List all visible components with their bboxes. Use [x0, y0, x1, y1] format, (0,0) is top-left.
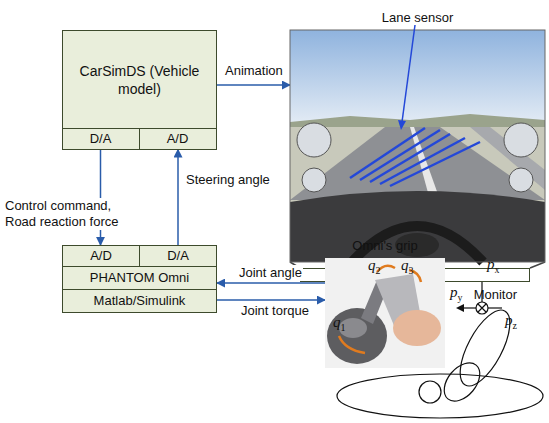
edge-label: Animation [224, 63, 284, 79]
node-text: Monitor [474, 287, 517, 303]
node-text: A/D [140, 131, 216, 147]
axis-line [462, 307, 476, 308]
process-box: CarSimDS (Vehicle model) D/AA/D [62, 30, 217, 150]
process-box: D/A [139, 245, 217, 267]
process-box: D/A [62, 128, 140, 150]
omni-device [325, 258, 445, 368]
edge-label: Control command, Road reaction force [4, 198, 134, 230]
axis-line [488, 307, 502, 308]
connector-arrow [217, 282, 325, 284]
edge-label: Joint angle [238, 265, 303, 281]
symbol-label: px [487, 256, 500, 278]
node-text: A/D [63, 248, 139, 264]
axis-head [456, 304, 464, 312]
edge-label: Steering angle [185, 172, 271, 188]
process-box: A/D [139, 128, 217, 150]
node-text: D/A [63, 131, 139, 147]
monitor-screen: Lane sensor [290, 30, 545, 262]
edge-label: Joint torque [240, 303, 310, 319]
connector-arrow [217, 84, 290, 86]
node-text: Matlab/Simulink [63, 293, 216, 309]
node-text: Lane sensor [270, 10, 549, 26]
body-outline [337, 374, 543, 418]
symbol-label: py [450, 284, 463, 306]
node-text: Omni's grip [305, 238, 465, 254]
node-text: D/A [140, 248, 216, 264]
process-box: PHANTOM Omni [62, 266, 217, 290]
simulator-screen [290, 30, 545, 262]
omni-device-box: Omni's grip [325, 258, 445, 368]
connector-arrow [217, 299, 325, 301]
symbol-label: q3 [401, 257, 414, 279]
axis-origin [476, 302, 488, 314]
symbol-label: pz [505, 312, 517, 334]
node-text: PHANTOM Omni [63, 270, 216, 286]
process-box: A/D [62, 245, 140, 267]
axis-origin [478, 304, 486, 312]
process-box: Matlab/Simulink [62, 289, 217, 313]
symbol-label: q2 [368, 257, 381, 279]
node-text: CarSimDS (Vehicle model) [67, 62, 212, 98]
symbol-label: q1 [333, 314, 346, 336]
head-outline [419, 381, 441, 403]
connector-arrow [177, 150, 179, 246]
